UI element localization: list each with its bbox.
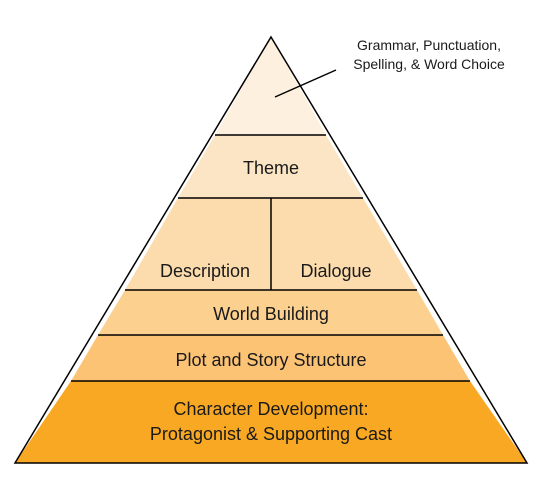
callout-label-line2: Spelling, & Word Choice — [353, 56, 505, 72]
tier-label-plot: Plot and Story Structure — [175, 350, 366, 370]
tier-theme — [178, 135, 363, 198]
callout-label-line1: Grammar, Punctuation, — [357, 37, 501, 53]
tier-label-theme: Theme — [243, 158, 299, 178]
tier-label-dialogue: Dialogue — [300, 261, 371, 281]
pyramid-outline — [13, 35, 529, 464]
tier-plot — [71, 335, 470, 381]
tier-label-world-building: World Building — [213, 304, 329, 324]
tier-label-character-line1: Character Development: — [173, 399, 368, 419]
tier-world-building — [98, 290, 443, 335]
tier-label-character-line2: Protagonist & Supporting Cast — [150, 424, 392, 444]
tier-grammar — [215, 37, 326, 135]
tier-character — [15, 381, 527, 463]
callout-pointer — [274, 69, 337, 98]
tier-label-description: Description — [160, 261, 250, 281]
